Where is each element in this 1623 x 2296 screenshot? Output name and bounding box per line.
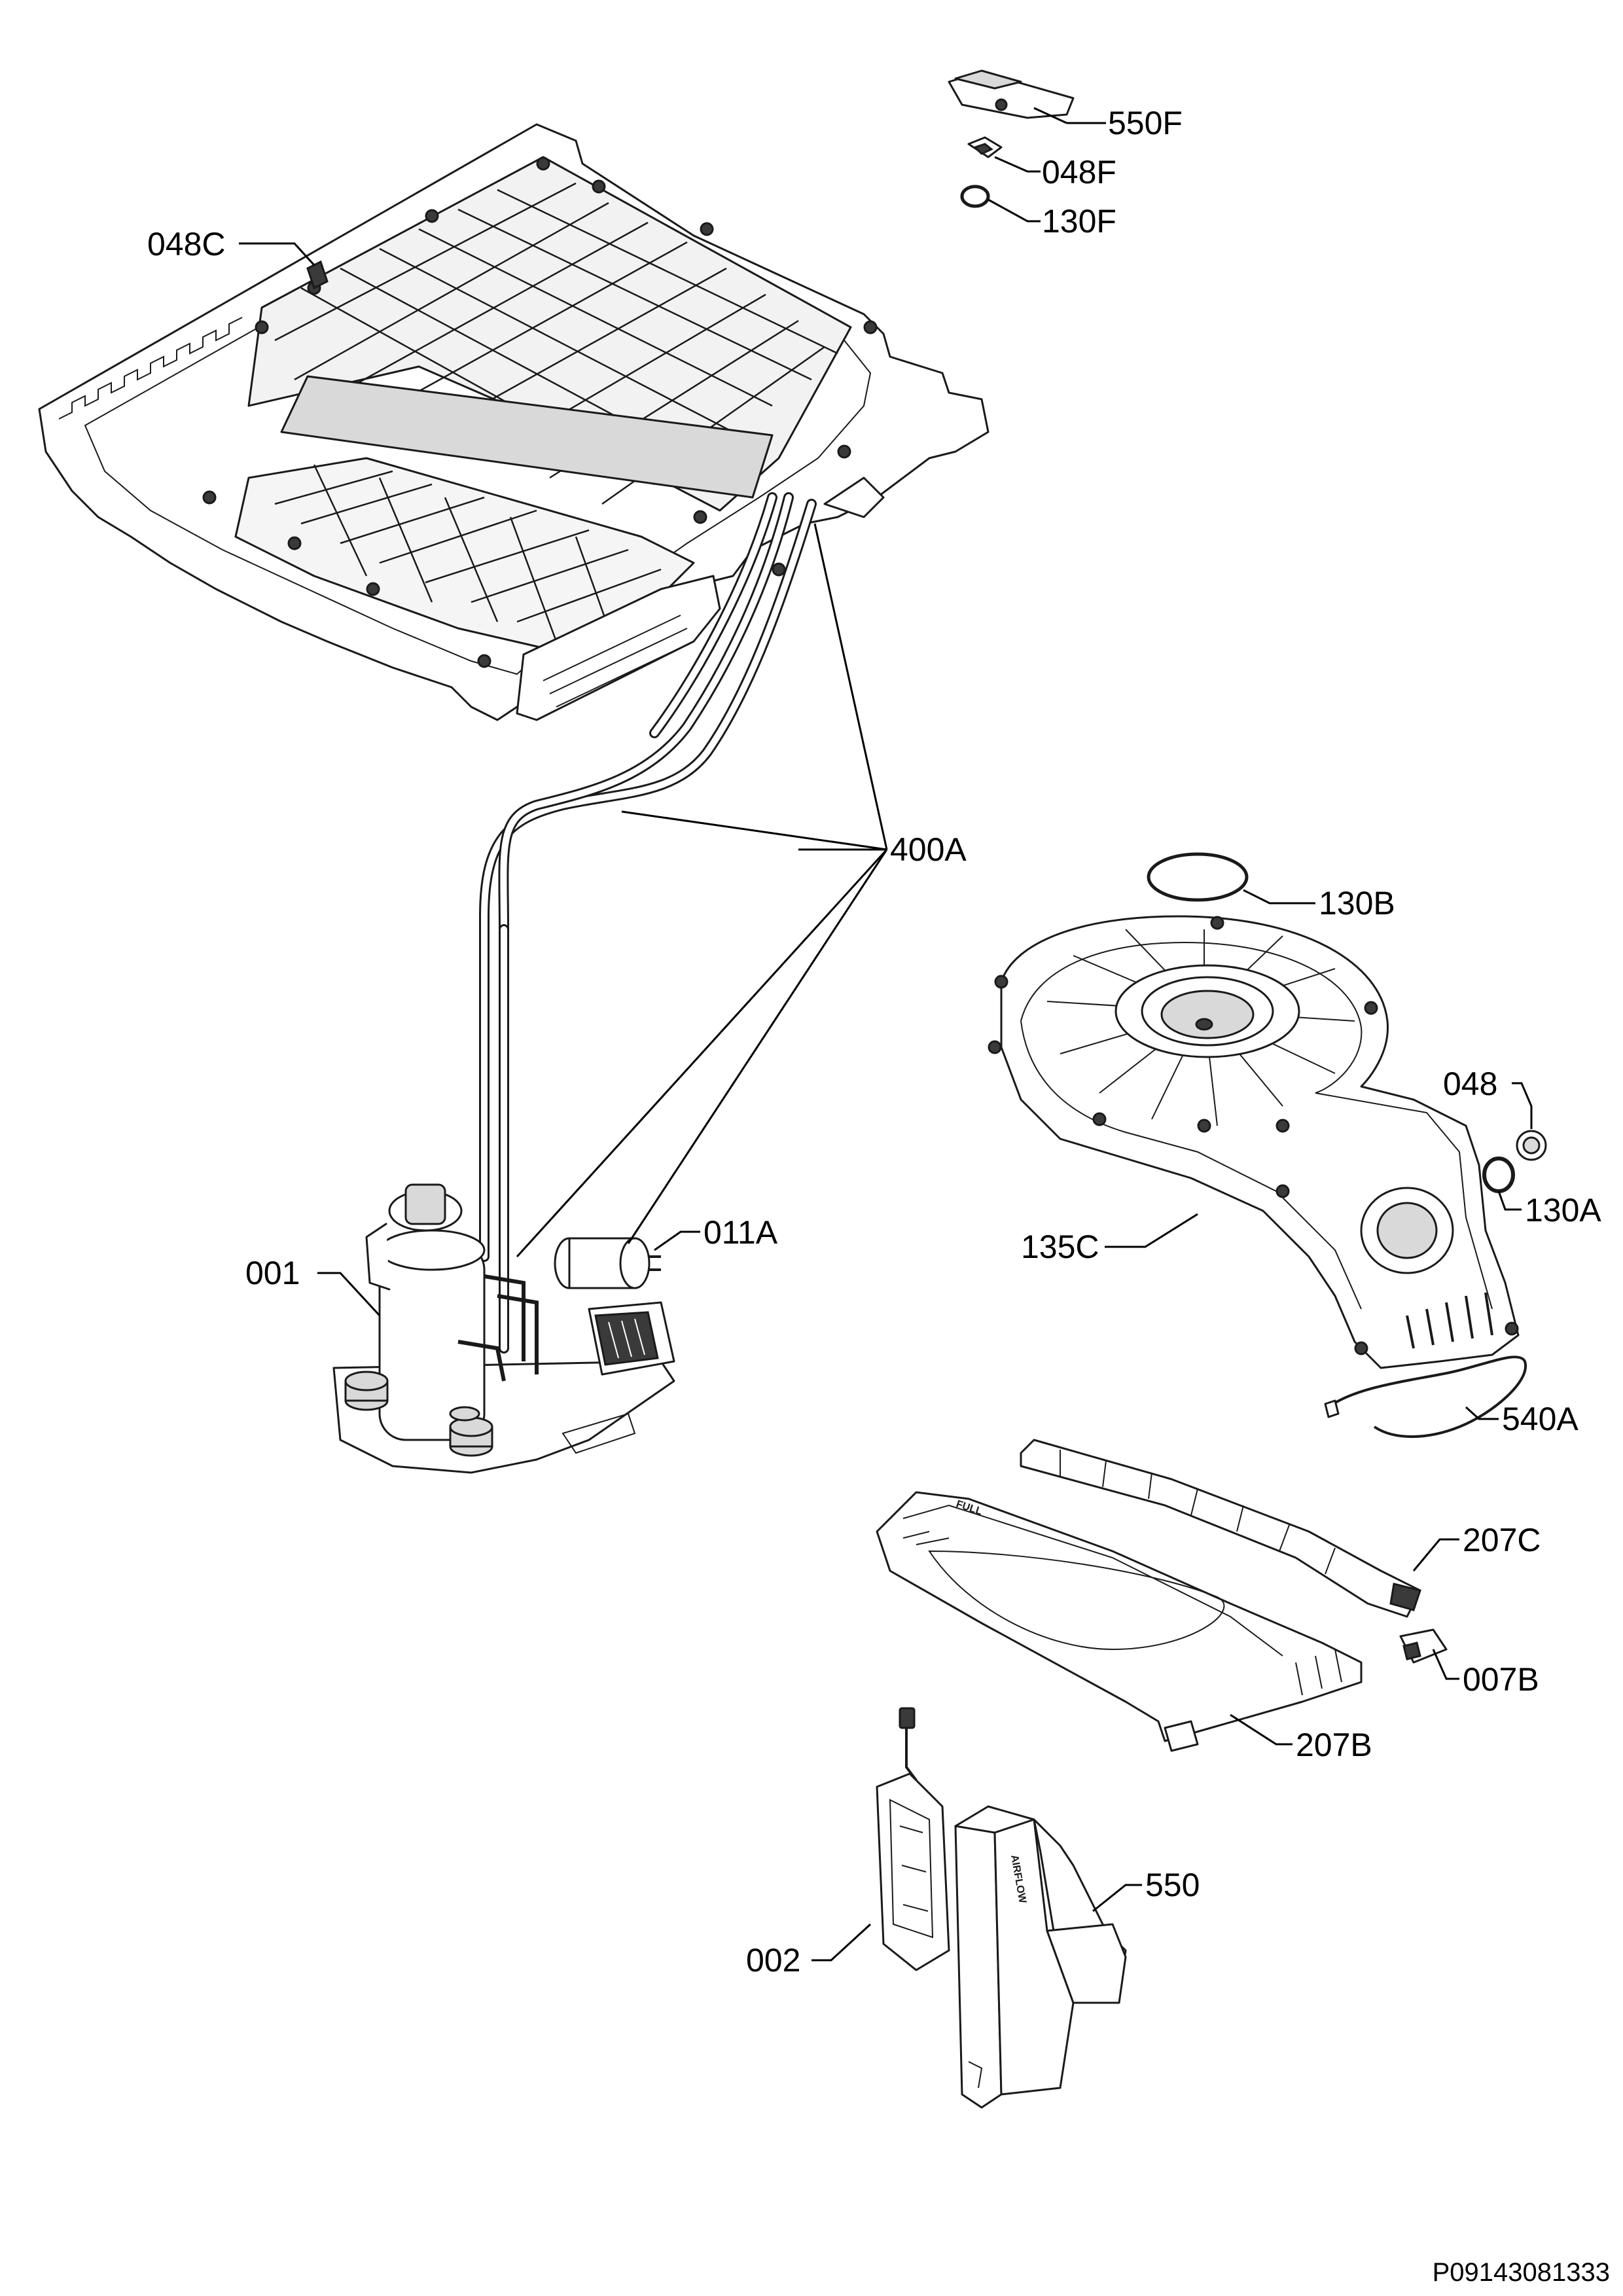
duct-550: AIRFLOW <box>954 1805 1127 2109</box>
pipe-assembly <box>479 492 817 1354</box>
fan-housing <box>988 915 1520 1369</box>
callout-550f: 550F <box>1108 105 1183 141</box>
sensor-048f <box>967 136 1003 158</box>
callout-130b: 130B <box>1319 885 1395 922</box>
callout-048f: 048F <box>1042 154 1116 190</box>
capacitor <box>554 1237 661 1289</box>
callout-048c: 048C <box>147 226 226 262</box>
fan-002 <box>876 1707 950 1971</box>
filter-207c <box>1020 1439 1421 1618</box>
drawing-number: P09143081333 <box>1433 2258 1610 2287</box>
sensor-048 <box>1516 1130 1547 1161</box>
callout-207b: 207B <box>1296 1727 1372 1763</box>
callout-130a: 130A <box>1525 1192 1601 1229</box>
callout-001: 001 <box>245 1255 300 1291</box>
callout-540a: 540A <box>1502 1401 1578 1437</box>
seal-130a <box>1482 1157 1515 1193</box>
compressor-feet <box>344 1371 493 1457</box>
callout-011a: 011A <box>704 1214 778 1251</box>
callout-135c: 135C <box>1021 1229 1099 1265</box>
compressor <box>332 1183 675 1474</box>
callout-007b: 007B <box>1463 1661 1539 1698</box>
callout-048: 048 <box>1443 1066 1497 1102</box>
fan-housing-screws <box>988 916 1519 1355</box>
seal-130f <box>960 185 990 208</box>
seal-130b <box>1147 852 1249 902</box>
callout-002: 002 <box>746 1942 800 1979</box>
switch-007b <box>1399 1628 1448 1664</box>
base-tray <box>38 123 990 721</box>
leader-lines <box>239 107 1533 1962</box>
part-550f <box>948 69 1075 119</box>
tray-screws <box>202 156 878 668</box>
sensor-048c-body <box>306 260 329 290</box>
callout-400a: 400A <box>890 831 967 868</box>
callout-130f: 130F <box>1042 203 1116 240</box>
filter-drawer-207b: FULL <box>876 1491 1363 1752</box>
callout-labels: 550F 048F 130F 048C 400A 130B 048 130A 1… <box>147 105 1601 1979</box>
wire-540a <box>1324 1355 1527 1438</box>
callout-207c: 207C <box>1463 1522 1541 1558</box>
callout-550: 550 <box>1145 1867 1200 1903</box>
